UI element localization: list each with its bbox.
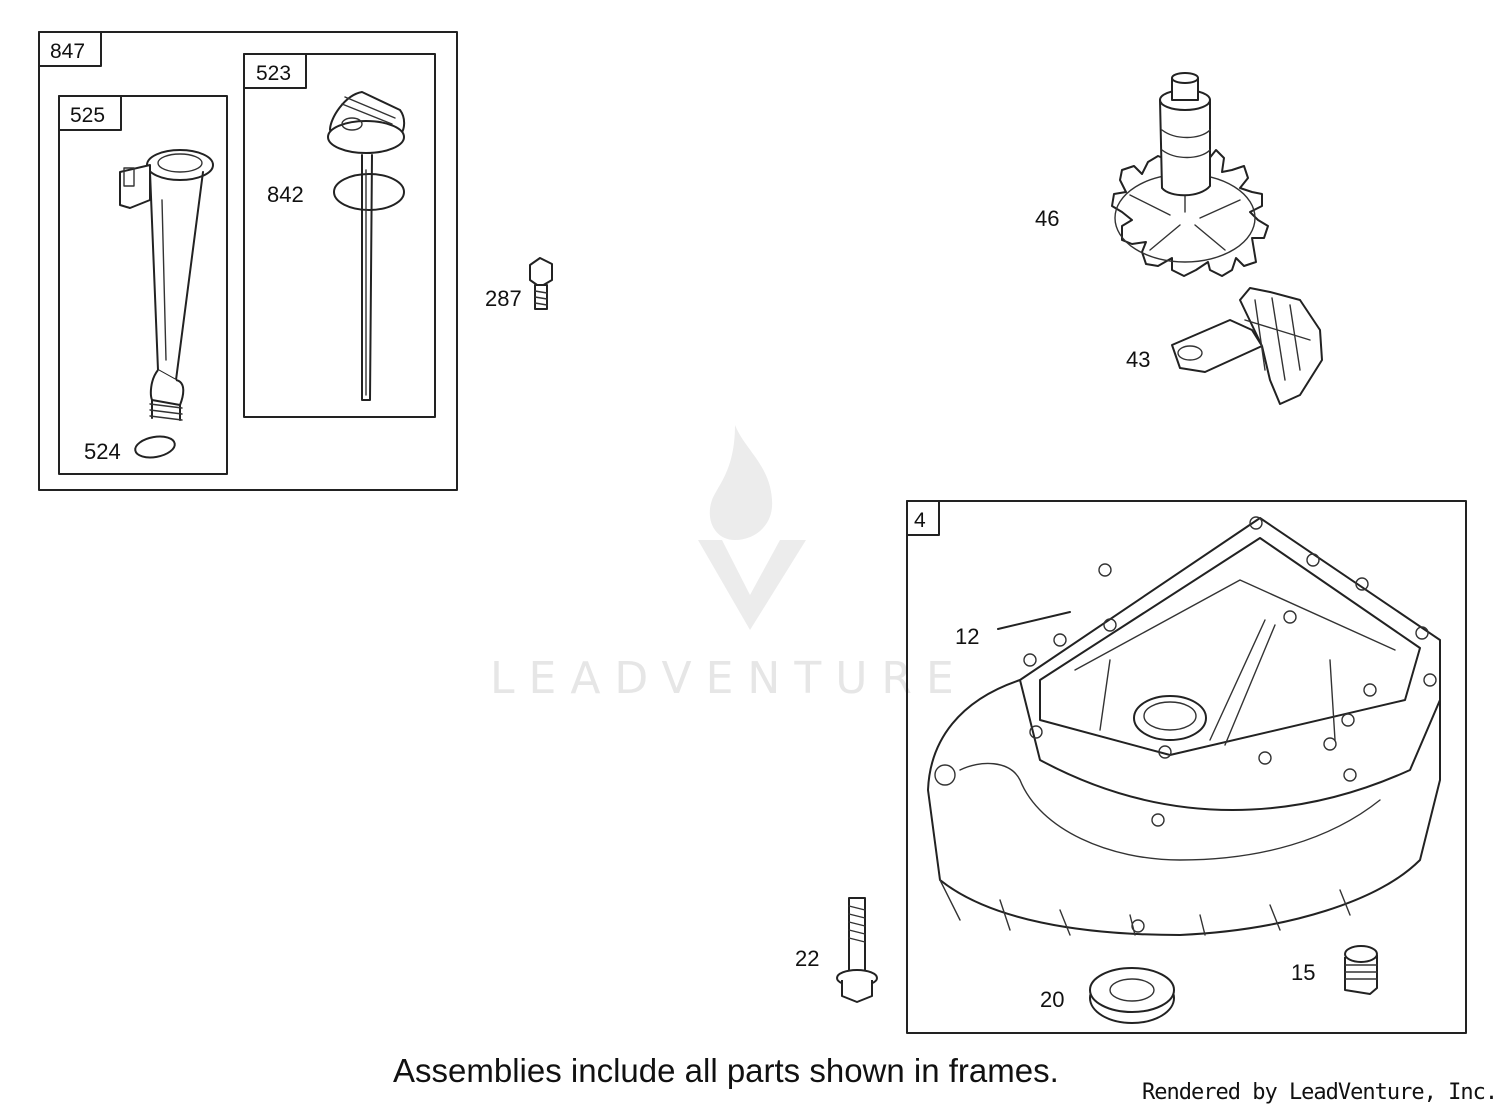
footer-note: Assemblies include all parts shown in fr… (393, 1052, 1059, 1089)
callout-46: 46 (1035, 206, 1059, 231)
crankcase-sump-drawing (927, 516, 1441, 936)
oil-seal-20-drawing (1089, 967, 1175, 1024)
callout-22: 22 (795, 946, 819, 971)
callout-43: 43 (1126, 347, 1150, 372)
drain-plug-15-drawing (1344, 945, 1378, 995)
callout-524: 524 (84, 439, 121, 464)
camshaft-gear-46-drawing (1111, 72, 1269, 277)
callout-287: 287 (485, 286, 522, 311)
governor-43-drawing (1171, 287, 1323, 405)
bolt-287-drawing (529, 257, 553, 310)
render-credit: Rendered by LeadVenture, Inc. (1142, 1080, 1498, 1105)
frame-4: 4 (906, 500, 1467, 1034)
frame-4-label: 4 (914, 509, 926, 532)
frame-525-label: 525 (70, 104, 105, 127)
dipstick-drawing (327, 91, 406, 401)
frame-847-label: 847 (50, 40, 85, 63)
bolt-22-drawing (836, 897, 878, 1003)
flame-v-logo-icon (698, 425, 806, 630)
callout-15: 15 (1291, 960, 1315, 985)
frame-847: 847 (38, 31, 458, 491)
frame-523-label: 523 (256, 62, 291, 85)
leader-line-12 (997, 611, 1071, 630)
frame-525: 525 (58, 95, 228, 475)
callout-20: 20 (1040, 987, 1064, 1012)
callout-12: 12 (955, 624, 979, 649)
o-ring-524-drawing (134, 435, 176, 459)
frame-523: 523 (243, 53, 436, 418)
callout-842: 842 (267, 182, 304, 207)
dipstick-tube-drawing (119, 149, 214, 421)
watermark: LEADVENTURE (490, 425, 968, 704)
watermark-text: LEADVENTURE (490, 653, 968, 704)
